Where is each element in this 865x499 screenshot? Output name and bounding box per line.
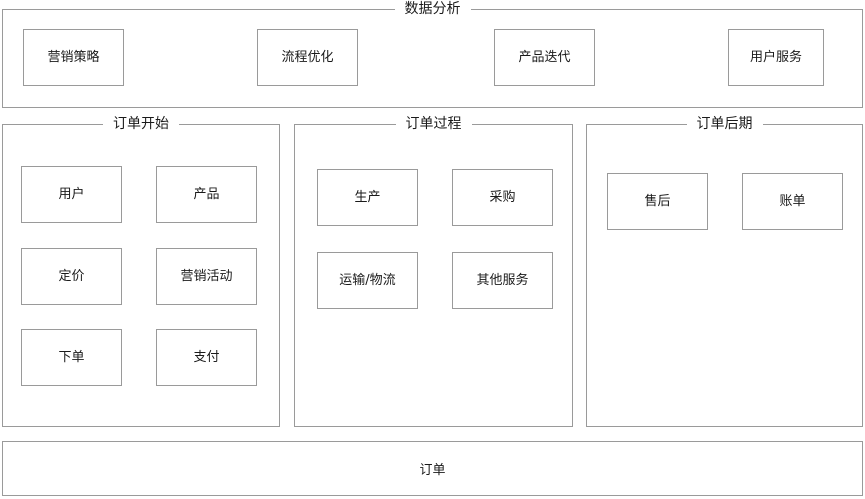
group-order-start: 订单开始 用户 产品 定价 营销活动 下单 支付: [2, 114, 280, 427]
node-product[interactable]: 产品: [156, 166, 257, 223]
node-label: 营销策略: [47, 49, 100, 65]
node-user-service[interactable]: 用户服务: [728, 29, 824, 86]
node-label: 其他服务: [476, 272, 529, 288]
node-label: 采购: [489, 189, 516, 205]
node-label: 定价: [58, 268, 85, 284]
node-label: 营销活动: [180, 268, 233, 284]
group-title-order-post: 订单后期: [686, 114, 763, 134]
bottom-bar-order[interactable]: 订单: [2, 441, 863, 496]
node-user[interactable]: 用户: [21, 166, 122, 223]
bottom-bar-label: 订单: [419, 463, 446, 478]
node-place-order[interactable]: 下单: [21, 329, 122, 386]
node-payment[interactable]: 支付: [156, 329, 257, 386]
node-billing[interactable]: 账单: [742, 173, 843, 230]
node-label: 生产: [354, 189, 381, 205]
group-order-process: 订单过程 生产 采购 运输/物流 其他服务: [294, 114, 573, 427]
node-label: 用户服务: [749, 49, 802, 65]
node-label: 售后: [644, 193, 671, 209]
group-title-data-analysis: 数据分析: [394, 0, 471, 19]
node-label: 产品迭代: [518, 49, 571, 65]
node-process-optimization[interactable]: 流程优化: [257, 29, 358, 86]
node-production[interactable]: 生产: [317, 169, 418, 226]
node-label: 流程优化: [281, 49, 334, 65]
node-other-services[interactable]: 其他服务: [452, 252, 553, 309]
node-after-sales[interactable]: 售后: [607, 173, 708, 230]
node-marketing-strategy[interactable]: 营销策略: [23, 29, 124, 86]
node-label: 产品: [193, 186, 220, 202]
node-pricing[interactable]: 定价: [21, 248, 122, 305]
group-title-order-start: 订单开始: [103, 114, 179, 134]
node-label: 账单: [779, 193, 806, 209]
node-product-iteration[interactable]: 产品迭代: [494, 29, 595, 86]
node-label: 运输/物流: [339, 272, 396, 288]
node-marketing-campaign[interactable]: 营销活动: [156, 248, 257, 305]
group-order-post: 订单后期 售后 账单: [586, 114, 863, 427]
node-transport-logistics[interactable]: 运输/物流: [317, 252, 418, 309]
node-label: 下单: [58, 349, 85, 365]
node-label: 支付: [193, 349, 220, 365]
group-data-analysis: 数据分析 营销策略 流程优化 产品迭代 用户服务: [2, 0, 863, 108]
group-title-order-process: 订单过程: [395, 114, 472, 134]
node-label: 用户: [58, 186, 85, 202]
node-procurement[interactable]: 采购: [452, 169, 553, 226]
